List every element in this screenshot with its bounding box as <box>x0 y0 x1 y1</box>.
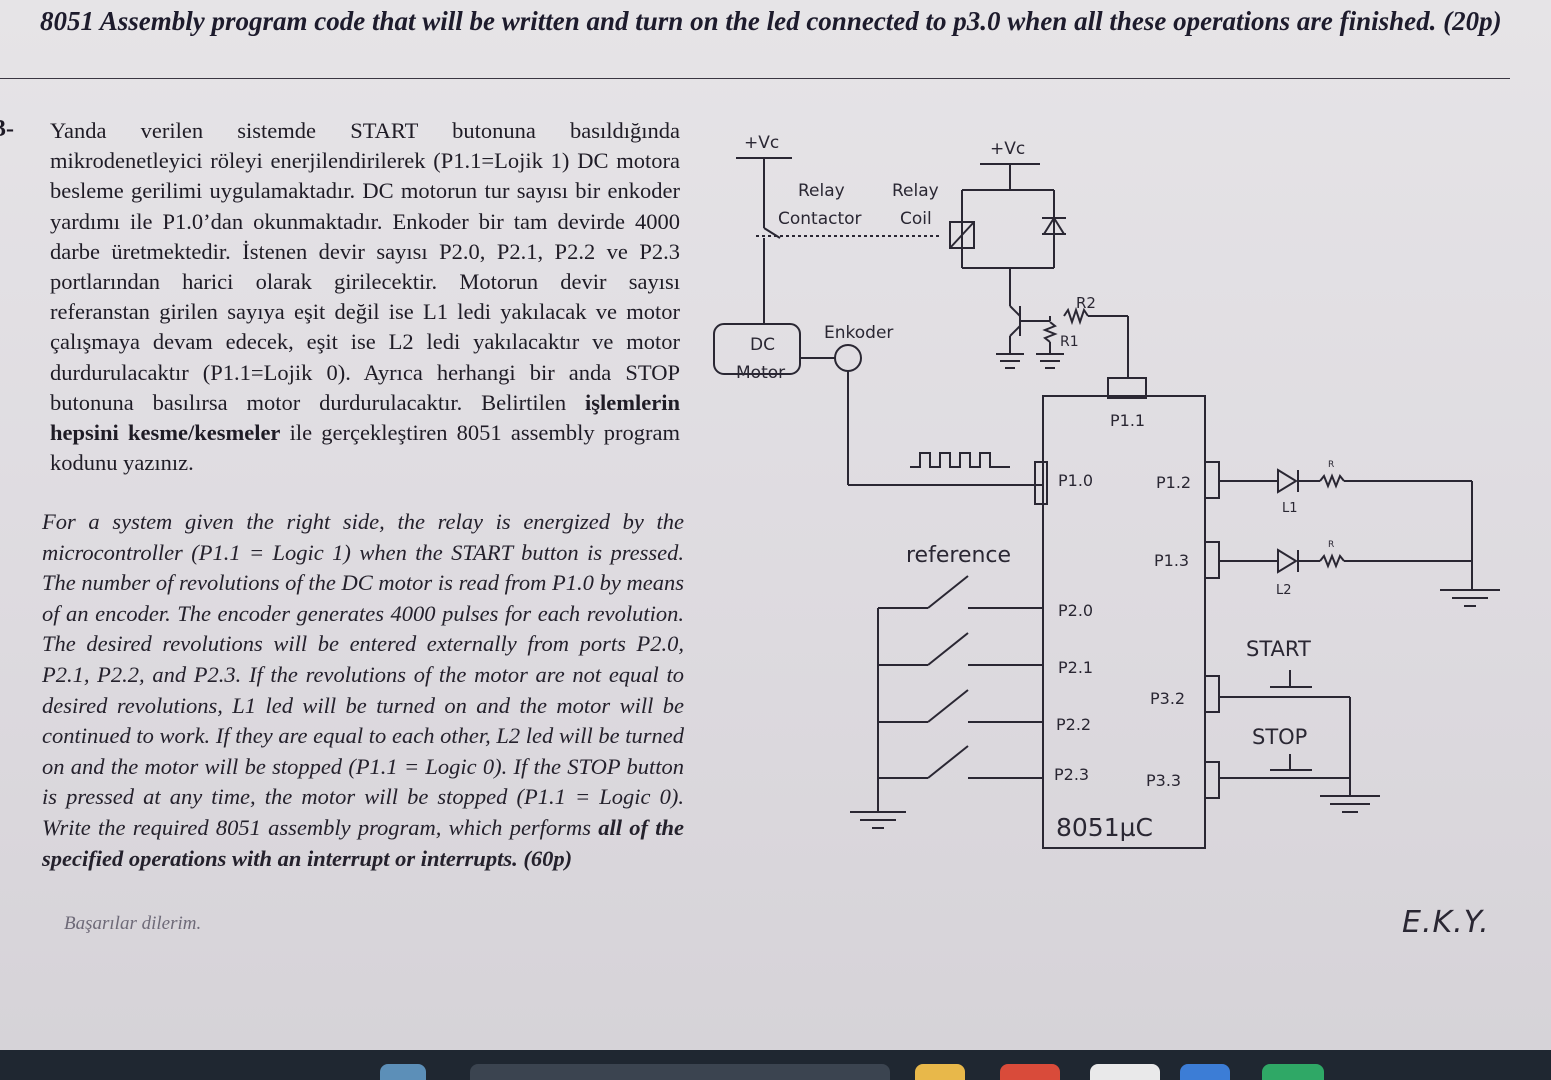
pin-p2-1: P2.1 <box>1058 658 1093 677</box>
vc-left-label: +Vc <box>744 133 779 153</box>
pin-p2-3: P2.3 <box>1054 765 1089 784</box>
browser-icon[interactable] <box>1000 1064 1060 1080</box>
pin-p2-2: P2.2 <box>1056 715 1091 734</box>
start-label: START <box>1246 637 1311 661</box>
pin-p1-2: P1.2 <box>1156 473 1191 492</box>
relay-contactor-label-1: Relay <box>798 181 845 201</box>
pin-p1-3: P1.3 <box>1154 551 1189 570</box>
taskbar <box>0 1050 1551 1080</box>
pin-p3-2: P3.2 <box>1150 689 1185 708</box>
dc-motor-label-1: DC <box>750 335 775 355</box>
relay-coil-label-1: Relay <box>892 181 939 201</box>
question-text-english: For a system given the right side, the r… <box>42 507 684 874</box>
relay-coil-label-2: Coil <box>900 209 932 229</box>
english-text-part1: For a system given the right side, the r… <box>42 509 684 840</box>
reference-label: reference <box>906 543 1011 568</box>
pin-p2-0: P2.0 <box>1058 601 1093 620</box>
pin-p3-3: P3.3 <box>1146 771 1181 790</box>
pin-p1-1: P1.1 <box>1110 411 1145 430</box>
stop-label: STOP <box>1252 725 1307 749</box>
store-icon[interactable] <box>1090 1064 1160 1080</box>
taskbar-app-icon[interactable] <box>380 1064 426 1080</box>
r1-label: R1 <box>1060 334 1079 350</box>
signoff-text: Başarılar dilerim. <box>64 913 202 934</box>
app-icon-green[interactable] <box>1262 1064 1324 1080</box>
vc-right-label: +Vc <box>990 139 1025 159</box>
resistor-r-label-1: R <box>1328 460 1334 470</box>
english-text-bold: all of the specified operations with an … <box>42 814 684 871</box>
led2-label: L2 <box>1276 583 1292 598</box>
turkish-text-part2: ile gerçekleştiren 8051 assembly program… <box>50 420 680 476</box>
circuit-diagram: +Vc +Vc Relay Contactor Relay Coil DC Mo… <box>713 133 1500 849</box>
turkish-text-part1: Yanda verilen sistemde START butonuna ba… <box>50 118 680 415</box>
mail-icon[interactable] <box>1180 1064 1230 1080</box>
question-number: 3- <box>0 116 14 142</box>
relay-contactor-label-2: Contactor <box>778 209 862 229</box>
led1-label: L1 <box>1282 501 1298 516</box>
exam-page: 8051 Assembly program code that will be … <box>0 0 1551 1050</box>
encoder-label: Enkoder <box>824 323 893 343</box>
separator-line <box>0 78 1510 79</box>
folder-icon[interactable] <box>915 1064 965 1080</box>
previous-question-text: 8051 Assembly program code that will be … <box>40 6 1502 36</box>
chip-label: 8051µC <box>1056 813 1153 842</box>
turkish-text-bold: işlemlerin hepsini kesme/kesmeler <box>50 389 680 446</box>
pin-p1-0: P1.0 <box>1058 471 1093 490</box>
taskbar-search-box[interactable] <box>470 1064 890 1080</box>
dc-motor-label-2: Motor <box>736 363 785 383</box>
author-initials: E.K.Y. <box>1402 905 1490 940</box>
question-text-turkish: Yanda verilen sistemde START butonuna ba… <box>50 116 680 478</box>
resistor-r-label-2: R <box>1328 540 1334 550</box>
r2-label: R2 <box>1076 294 1096 312</box>
